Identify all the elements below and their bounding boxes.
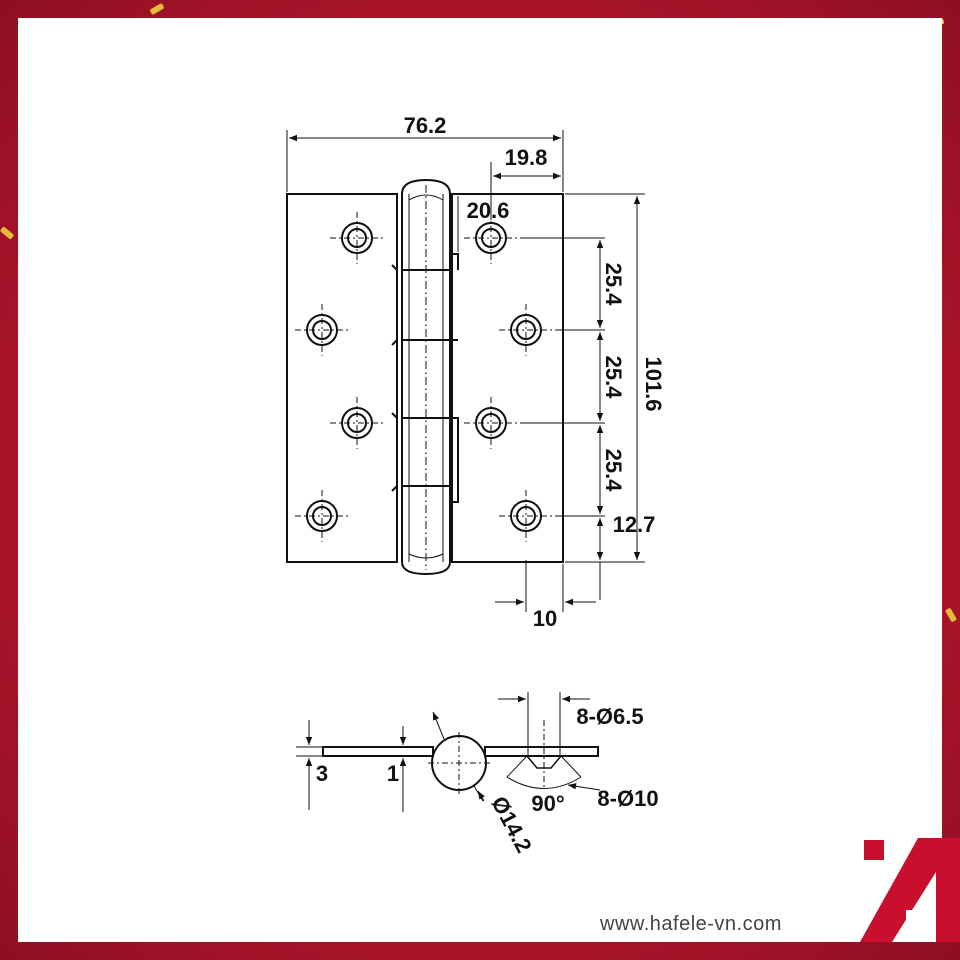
dim-spacing-3: 25.4 [601,449,626,493]
website-url: www.hafele-vn.com [600,913,782,935]
section-right-leaf [484,746,599,757]
dim-leaf-thickness: 1 [387,761,399,786]
dim-bottom-offset: 10 [533,606,557,631]
dim-pin-offset: 20.6 [467,198,510,223]
front-view [286,178,564,576]
dim-leaf-offset: 19.8 [505,145,548,170]
section-centerlines [428,720,545,794]
drawing-panel [18,18,942,942]
dim-hole-large: 8-Ø10 [597,786,658,811]
dim-knuckle-diameter: Ø14.2 [487,792,537,857]
dim-overall-height: 101.6 [641,356,666,411]
front-dimension-labels: 76.2 19.8 20.6 25.4 25.4 25.4 12.7 101.6… [404,113,666,631]
left-leaf [286,193,398,563]
dim-spacing-2: 25.4 [601,356,626,400]
dim-thickness-total: 3 [316,761,328,786]
dim-hole-small: 8-Ø6.5 [576,704,643,729]
hafele-logo [860,838,960,942]
dim-countersink-angle: 90° [531,791,564,816]
section-left-leaf [322,746,434,757]
dim-spacing-1: 25.4 [601,263,626,307]
knuckle-barrel [401,178,451,576]
right-leaf [451,193,564,563]
front-dimensions [286,130,645,612]
section-dimension-labels: 3 1 Ø14.2 8-Ø6.5 90° 8-Ø10 [316,704,659,857]
section-dimensions [296,692,601,812]
screw-holes [295,212,553,542]
dim-edge-offset: 12.7 [613,512,656,537]
dim-overall-width: 76.2 [404,113,447,138]
